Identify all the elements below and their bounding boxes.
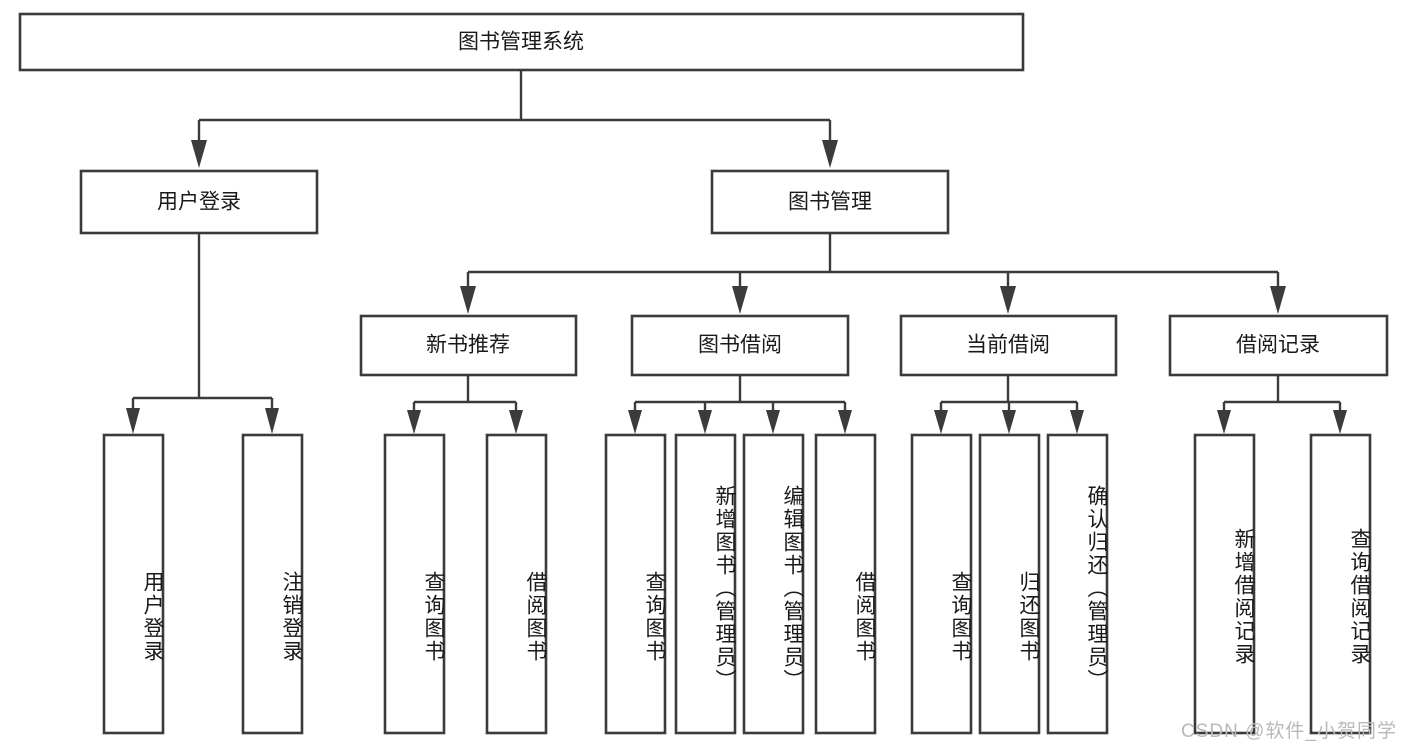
node-book-borrow[interactable] <box>630 314 850 377</box>
arrow-icon-book-borrow <box>732 286 748 314</box>
watermark-text: CSDN @软件_小贺同学 <box>1181 721 1397 742</box>
arrow-icon-leaf-query-book-1 <box>407 410 421 434</box>
arrow-icon-leaf-logout <box>265 408 279 434</box>
node-user-login-label: 用户登录 <box>157 191 241 214</box>
node-leaf-query-book-3[interactable] <box>910 433 973 735</box>
node-new-book-recommend[interactable] <box>359 314 578 377</box>
arrow-icon-book-manage <box>822 140 838 168</box>
node-leaf-borrow-book-2[interactable] <box>814 433 877 735</box>
arrow-icon-leaf-return-book <box>1002 410 1016 434</box>
node-book-manage-label: 图书管理 <box>788 191 872 214</box>
arrow-icon-leaf-query-book-3 <box>934 410 948 434</box>
node-leaf-add-record[interactable] <box>1193 433 1256 735</box>
node-borrow-record[interactable] <box>1168 314 1389 377</box>
arrow-icon-leaf-borrow-book-2 <box>838 410 852 434</box>
node-leaf-edit-book[interactable] <box>742 433 805 735</box>
node-book-manage[interactable] <box>710 169 950 235</box>
node-leaf-add-book[interactable] <box>674 433 737 735</box>
node-user-login[interactable] <box>79 169 319 235</box>
node-leaf-query-book-2[interactable] <box>604 433 667 735</box>
node-leaf-return-book[interactable] <box>978 433 1041 735</box>
arrow-icon-user-login <box>191 140 207 168</box>
node-leaf-confirm-return[interactable] <box>1046 433 1109 735</box>
node-leaf-logout[interactable] <box>241 433 304 735</box>
arrow-icon-leaf-confirm-return <box>1070 410 1084 434</box>
node-book-borrow-label: 图书借阅 <box>698 334 782 357</box>
arrow-icon-borrow-record <box>1270 286 1286 314</box>
node-new-book-recommend-label: 新书推荐 <box>426 334 510 357</box>
arrow-icon-leaf-query-record <box>1333 410 1347 434</box>
node-borrow-record-label: 借阅记录 <box>1236 334 1320 357</box>
arrow-icon-leaf-user-login <box>126 408 140 434</box>
arrow-icon-current-borrow <box>1000 286 1016 314</box>
arrow-icon-new-book-recommend <box>460 286 476 314</box>
arrow-icon-leaf-query-book-2 <box>628 410 642 434</box>
node-current-borrow-label: 当前借阅 <box>966 334 1050 357</box>
arrow-icon-leaf-add-record <box>1217 410 1231 434</box>
node-leaf-query-book-1[interactable] <box>383 433 446 735</box>
arrow-icon-leaf-edit-book <box>766 410 780 434</box>
arrow-icon-leaf-borrow-book-1 <box>509 410 523 434</box>
connector-layer <box>126 70 1347 434</box>
arrow-icon-leaf-add-book <box>698 410 712 434</box>
node-leaf-borrow-book-1[interactable] <box>485 433 548 735</box>
node-layer: 图书管理系统 用户登录 图书管理 新书推荐 图书借阅 当前借阅 借阅记录 <box>18 12 1389 735</box>
node-root-label: 图书管理系统 <box>458 31 584 54</box>
node-root[interactable] <box>18 12 1025 72</box>
node-leaf-user-login[interactable] <box>102 433 165 735</box>
node-current-borrow[interactable] <box>899 314 1118 377</box>
node-leaf-query-record[interactable] <box>1309 433 1372 735</box>
